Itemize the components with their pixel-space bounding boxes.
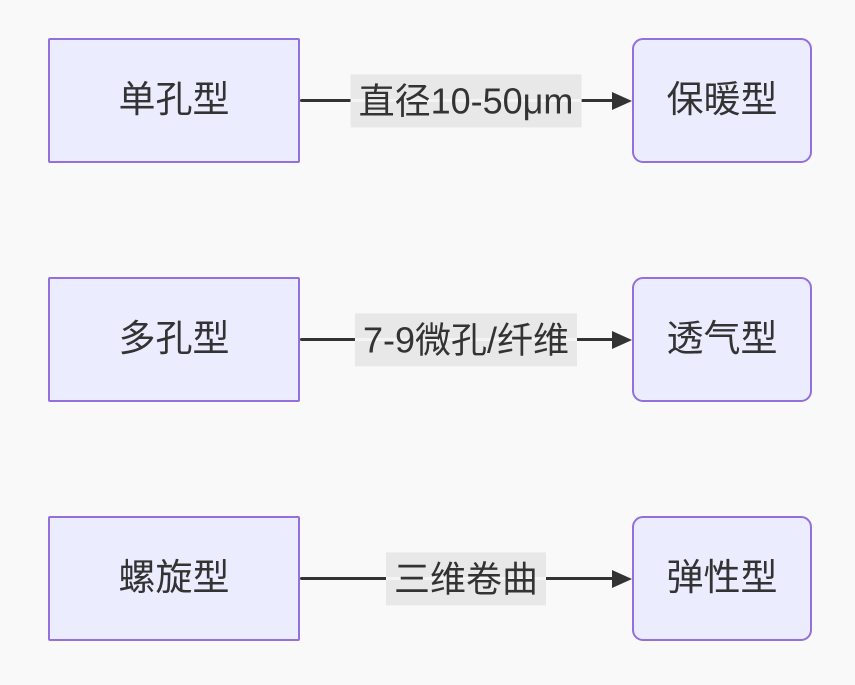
target-node: 保暖型 [632, 38, 812, 163]
edge-label: 7-9微孔/纤维 [354, 312, 578, 367]
source-node: 多孔型 [48, 277, 300, 402]
source-node-label: 螺旋型 [118, 557, 230, 599]
source-node-label: 单孔型 [118, 79, 230, 121]
arrowhead-icon [612, 91, 632, 110]
source-node-label: 多孔型 [118, 318, 230, 360]
target-node-label: 保暖型 [666, 79, 778, 121]
target-node: 透气型 [632, 277, 812, 402]
source-node: 单孔型 [48, 38, 300, 163]
target-node-label: 弹性型 [666, 557, 778, 599]
edge-label: 三维卷曲 [385, 551, 547, 606]
target-node: 弹性型 [632, 516, 812, 641]
source-node: 螺旋型 [48, 516, 300, 641]
arrowhead-icon [612, 569, 632, 588]
edge-label: 直径10-50μm [350, 73, 582, 128]
arrowhead-icon [612, 330, 632, 349]
target-node-label: 透气型 [666, 318, 778, 360]
